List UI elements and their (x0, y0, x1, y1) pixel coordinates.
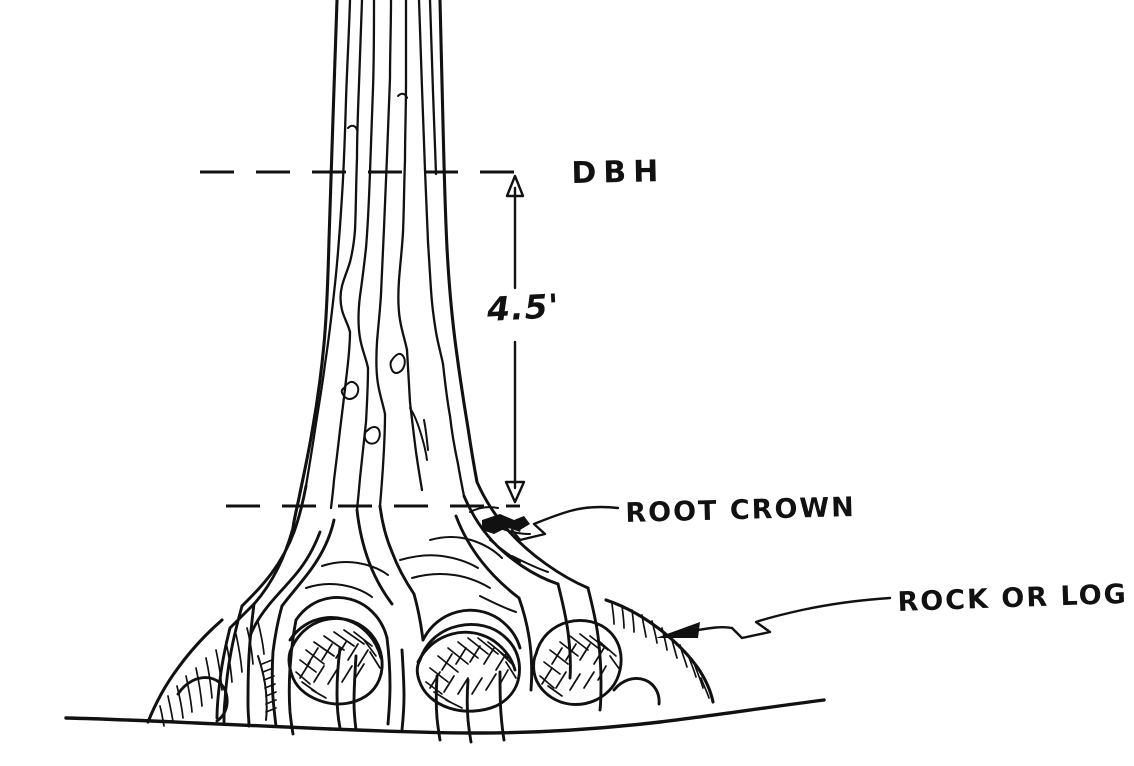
mound-right-slope (604, 598, 715, 704)
label-height-4-5-feet: 4.5' (486, 286, 561, 329)
rock-center (415, 623, 521, 713)
root-crown-leader-line (510, 505, 620, 542)
rock-right-hatching (539, 633, 621, 697)
bark-furrows (304, 0, 466, 512)
rock-right (532, 619, 623, 706)
rock-or-log-arrowhead (656, 622, 700, 638)
tree-trunk (291, 0, 479, 530)
mound-right-hatching (611, 603, 710, 699)
mound-left-slope (146, 618, 224, 724)
rock-or-log-leader-line (730, 596, 892, 640)
ground-line (64, 698, 826, 735)
root-crown-arrowhead (498, 518, 524, 532)
rock-left-hatching (295, 629, 381, 699)
dimension-arrow-down (504, 480, 526, 504)
height-dimension (504, 174, 526, 504)
rock-left (287, 617, 384, 706)
rock-or-log-mound (146, 598, 715, 727)
trunk-left-edge (291, 0, 339, 530)
dimension-arrow-up (505, 174, 525, 198)
label-dbh: DBH (571, 154, 666, 191)
leader-rock-or-log (656, 596, 892, 640)
rock-center-hatching (425, 637, 517, 709)
reference-lines (200, 170, 520, 508)
leader-root-crown (498, 505, 620, 542)
rock-or-log-leader-tail (696, 625, 734, 632)
label-root-crown: ROOT CROWN (625, 491, 857, 529)
ground-line-right (328, 698, 826, 735)
ground-line-left (64, 716, 332, 731)
trunk-right-edge (438, 0, 479, 484)
